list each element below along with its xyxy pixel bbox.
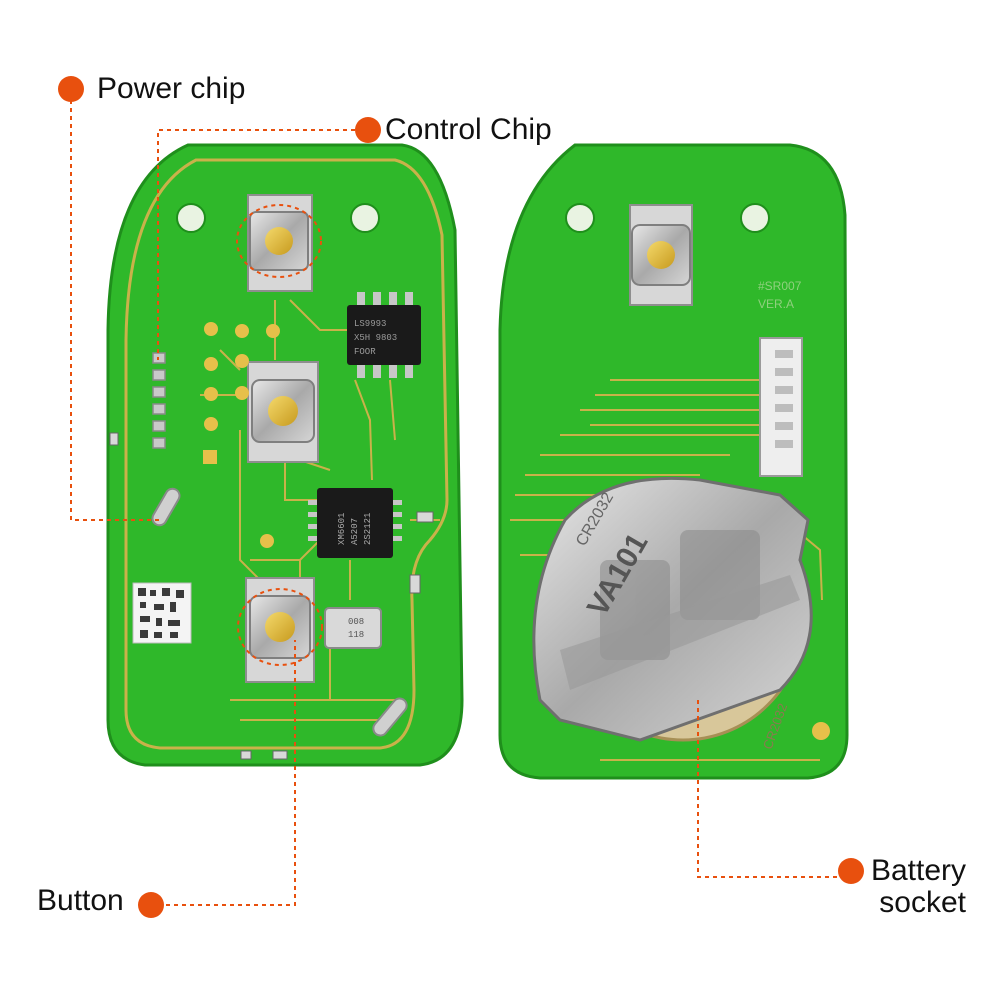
label-battery-socket-line1: Battery — [870, 854, 966, 887]
crystal-marking: 008 118 — [348, 617, 370, 640]
leader-control-chip — [157, 129, 355, 360]
crystal-oscillator — [324, 607, 382, 649]
mount-hole — [350, 203, 380, 233]
pcb-front-traces — [200, 299, 440, 721]
callout-dot-battery-socket — [838, 858, 864, 884]
label-button: Button — [37, 884, 124, 917]
control-chip-marking: XM6601 A5207 2S2121 — [337, 507, 373, 545]
mount-hole — [565, 203, 595, 233]
leader-power-chip — [70, 100, 160, 521]
tact-switch-top — [247, 194, 313, 292]
board-id-marking: #SR007 VER.A — [758, 279, 805, 311]
callout-dot-power-chip — [58, 76, 84, 102]
tact-switch-middle — [247, 361, 319, 463]
pcb-front: LS9993 X5H 9803 FOOR XM6601 A5207 2S2121… — [106, 143, 464, 767]
battery-contact-slot — [372, 697, 408, 737]
label-control-chip: Control Chip — [385, 113, 552, 146]
pcb-back: #SR007 VER.A VA101 CR2032 CR2032 — [498, 143, 849, 780]
mount-hole — [740, 203, 770, 233]
control-chip — [308, 488, 402, 558]
battery-contact-slot — [151, 487, 181, 527]
battery-socket — [532, 476, 813, 742]
power-chip-marking: LS9993 X5H 9803 FOOR — [354, 319, 403, 357]
connector-header — [759, 337, 803, 477]
smd-components — [109, 432, 434, 760]
qr-sticker — [132, 582, 192, 644]
callout-dot-button — [138, 892, 164, 918]
board-corner-pad — [812, 722, 830, 740]
pcb-front-trace-border — [124, 158, 449, 750]
label-battery-socket-line2: socket — [879, 886, 966, 919]
solder-pads — [203, 322, 280, 548]
label-power-chip: Power chip — [97, 72, 246, 105]
leader-battery-socket — [697, 700, 840, 878]
power-chip — [347, 292, 421, 378]
callout-dot-control-chip — [355, 117, 381, 143]
tact-switch-back — [629, 204, 693, 306]
leader-button-highlight — [236, 204, 322, 278]
mount-hole — [176, 203, 206, 233]
callout-leaders — [70, 100, 840, 906]
leader-button — [150, 640, 296, 906]
leader-button-highlight — [237, 588, 323, 666]
tact-switch-bottom — [245, 577, 315, 683]
